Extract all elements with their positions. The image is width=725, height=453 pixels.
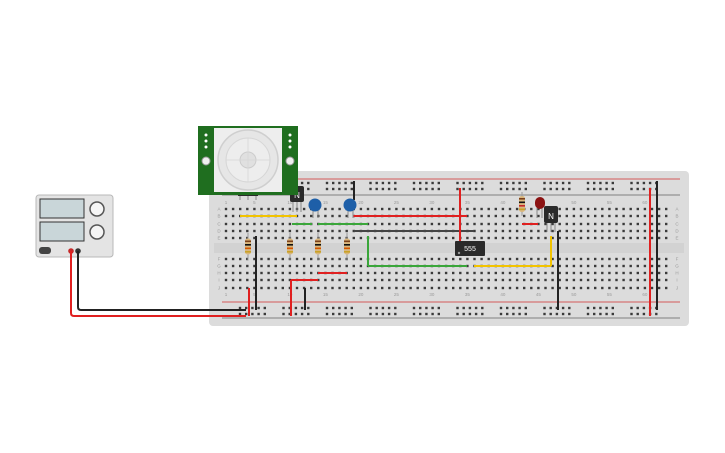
power-wire-negative[interactable] xyxy=(77,251,246,311)
row-letter: E xyxy=(217,236,220,241)
row-letter: I xyxy=(218,278,219,283)
column-number: 55 xyxy=(607,292,613,297)
column-number: 5 xyxy=(253,200,256,205)
wires[interactable] xyxy=(240,181,658,316)
column-number: 10 xyxy=(287,200,293,205)
row-letter: F xyxy=(676,257,679,262)
transistor-right-label: N xyxy=(548,212,554,221)
row-letter: D xyxy=(217,229,221,234)
breadboard-holes xyxy=(224,181,668,316)
resistor-icon[interactable] xyxy=(245,192,525,260)
ic-555-label: 555 xyxy=(464,246,476,253)
row-letter: A xyxy=(675,207,678,212)
column-number: 35 xyxy=(465,292,471,297)
column-number: 40 xyxy=(500,292,506,297)
capacitor-icon[interactable] xyxy=(308,198,357,219)
column-number: 20 xyxy=(358,292,364,297)
resistor[interactable] xyxy=(519,192,525,216)
row-letter: C xyxy=(217,222,221,227)
row-letter: D xyxy=(675,229,679,234)
column-number: 1 xyxy=(225,292,228,297)
row-letter: J xyxy=(676,286,678,291)
transistor-right[interactable]: N xyxy=(544,206,558,232)
row-letter: C xyxy=(675,222,679,227)
column-number: 1 xyxy=(225,200,228,205)
column-number: 5 xyxy=(253,292,256,297)
row-letter: A xyxy=(217,207,220,212)
row-letter: J xyxy=(218,286,220,291)
column-number: 50 xyxy=(571,292,577,297)
pir-sensor-icon[interactable] xyxy=(198,126,298,200)
column-number: 35 xyxy=(465,200,471,205)
ic-chip-icon[interactable]: 555 xyxy=(455,241,485,256)
row-letter: H xyxy=(675,271,678,276)
power-wire-positive[interactable] xyxy=(70,251,246,317)
transistor-left-label: N xyxy=(294,191,300,200)
row-letter: F xyxy=(218,257,221,262)
row-letter: E xyxy=(675,236,678,241)
column-number: 50 xyxy=(571,200,577,205)
breadboard[interactable]: 1155101015152020252530303535404045455050… xyxy=(209,171,689,326)
column-number: 60 xyxy=(642,292,648,297)
resistor[interactable] xyxy=(315,233,321,260)
row-letter: G xyxy=(675,264,679,269)
row-letter: I xyxy=(676,278,677,283)
column-number: 25 xyxy=(394,292,400,297)
column-number: 40 xyxy=(500,200,506,205)
row-letter: B xyxy=(217,214,220,219)
row-letter: H xyxy=(217,271,220,276)
column-number: 30 xyxy=(429,200,435,205)
column-number: 15 xyxy=(323,292,329,297)
resistor[interactable] xyxy=(287,233,293,260)
column-number: 55 xyxy=(607,200,613,205)
column-number: 30 xyxy=(429,292,435,297)
row-letter: G xyxy=(217,264,221,269)
column-number: 60 xyxy=(642,200,648,205)
column-number: 15 xyxy=(323,200,329,205)
row-letter: B xyxy=(675,214,678,219)
resistor[interactable] xyxy=(344,233,350,260)
column-number: 45 xyxy=(536,292,542,297)
column-number: 20 xyxy=(358,200,364,205)
resistor[interactable] xyxy=(245,233,251,260)
led-icon[interactable] xyxy=(535,197,545,218)
power-supply-icon[interactable] xyxy=(35,194,114,258)
column-number: 25 xyxy=(394,200,400,205)
